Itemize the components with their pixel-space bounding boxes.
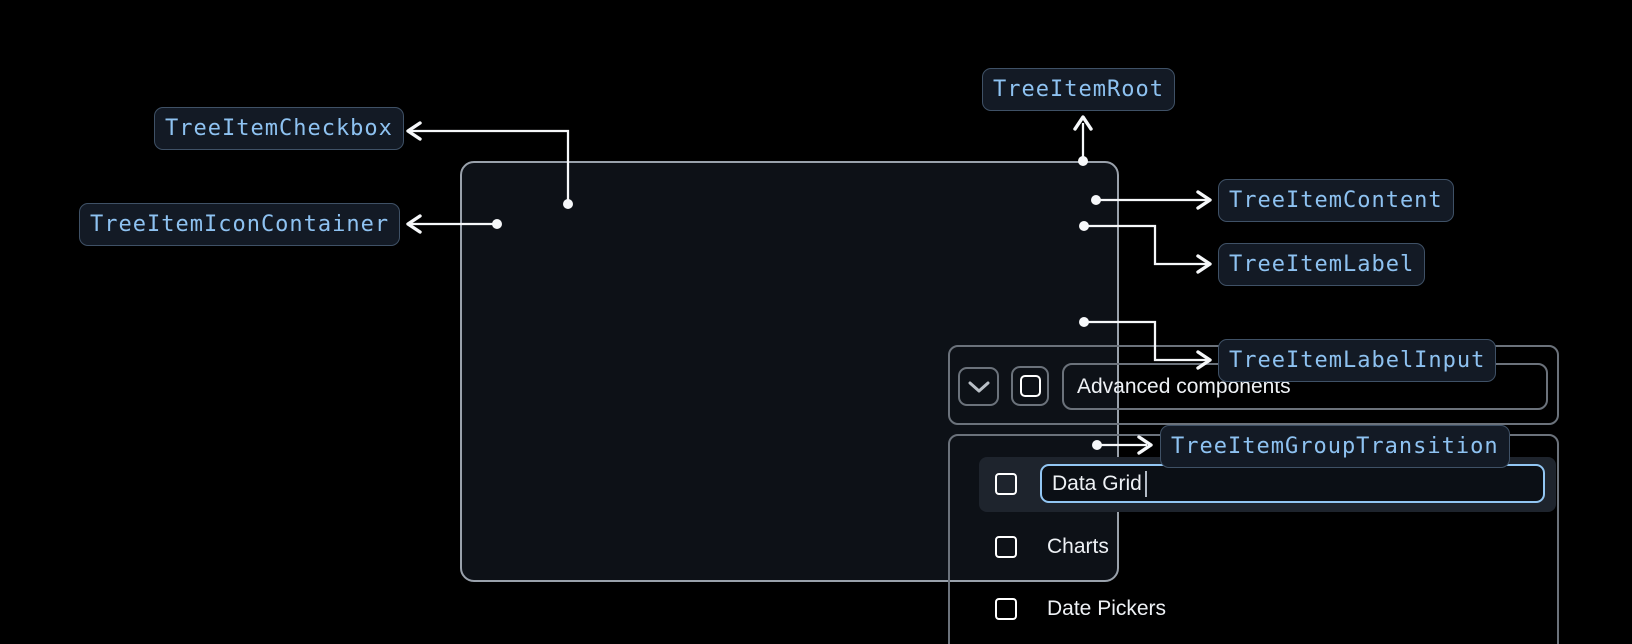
tree-item-label: Charts: [1047, 535, 1109, 558]
text-cursor: [1144, 470, 1147, 497]
badge-tree-item-group-transition: TreeItemGroupTransition: [1160, 425, 1510, 468]
badge-tree-item-label: TreeItemLabel: [1218, 243, 1426, 286]
tree-row-charts[interactable]: Charts: [979, 519, 1556, 575]
tree-item-icon-container[interactable]: [958, 367, 999, 406]
tree-item-label-input[interactable]: Data Grid: [1040, 464, 1545, 503]
badge-tree-item-content: TreeItemContent: [1218, 179, 1454, 222]
arrow-tree-item-root: [1073, 115, 1093, 166]
checkbox-unchecked-icon: [1019, 375, 1041, 397]
badge-tree-item-checkbox: TreeItemCheckbox: [154, 107, 404, 150]
badge-label: TreeItemContent: [1229, 188, 1443, 213]
chevron-down-icon: [968, 381, 990, 393]
badge-tree-item-root: TreeItemRoot: [982, 68, 1175, 111]
checkbox-unchecked-icon[interactable]: [995, 598, 1017, 620]
badge-tree-item-icon-container: TreeItemIconContainer: [79, 203, 401, 246]
checkbox-unchecked-icon[interactable]: [995, 536, 1017, 558]
badge-label: TreeItemCheckbox: [165, 116, 393, 141]
tree-row-date-pickers[interactable]: Date Pickers: [979, 581, 1556, 637]
badge-label: TreeItemIconContainer: [90, 212, 390, 237]
badge-label: TreeItemRoot: [993, 77, 1164, 102]
tree-item-label: Date Pickers: [1047, 597, 1167, 620]
tree-item-root: Advanced components Data Grid Charts Dat…: [460, 161, 1559, 644]
tree-item-checkbox[interactable]: [1011, 366, 1049, 406]
badge-tree-item-label-input: TreeItemLabelInput: [1218, 339, 1497, 382]
label-input-value: Data Grid: [1052, 471, 1142, 495]
badge-label: TreeItemLabelInput: [1229, 348, 1486, 373]
badge-label: TreeItemGroupTransition: [1171, 434, 1499, 459]
checkbox-unchecked-icon[interactable]: [995, 473, 1017, 495]
badge-label: TreeItemLabel: [1229, 252, 1415, 277]
